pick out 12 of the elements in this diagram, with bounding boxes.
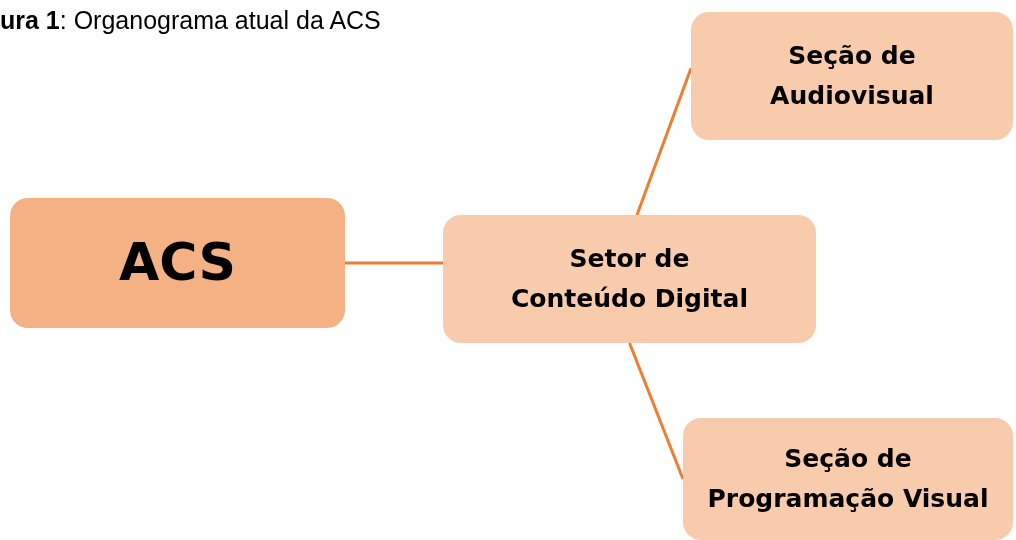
org-box — [691, 12, 1013, 140]
org-box — [10, 198, 345, 328]
connector-line — [345, 261, 443, 265]
org-box — [443, 215, 816, 343]
figure-title: ura 1: Organograma atual da ACS — [0, 6, 381, 35]
box-label: Seção de Audiovisual — [769, 40, 935, 112]
box-label: Setor de Conteúdo Digital — [510, 243, 749, 315]
connector-line — [635, 67, 693, 216]
connector-line — [628, 342, 685, 480]
org-box — [683, 418, 1013, 540]
box-label: ACS — [118, 231, 237, 295]
box-label: Seção de Programação Visual — [706, 443, 990, 515]
